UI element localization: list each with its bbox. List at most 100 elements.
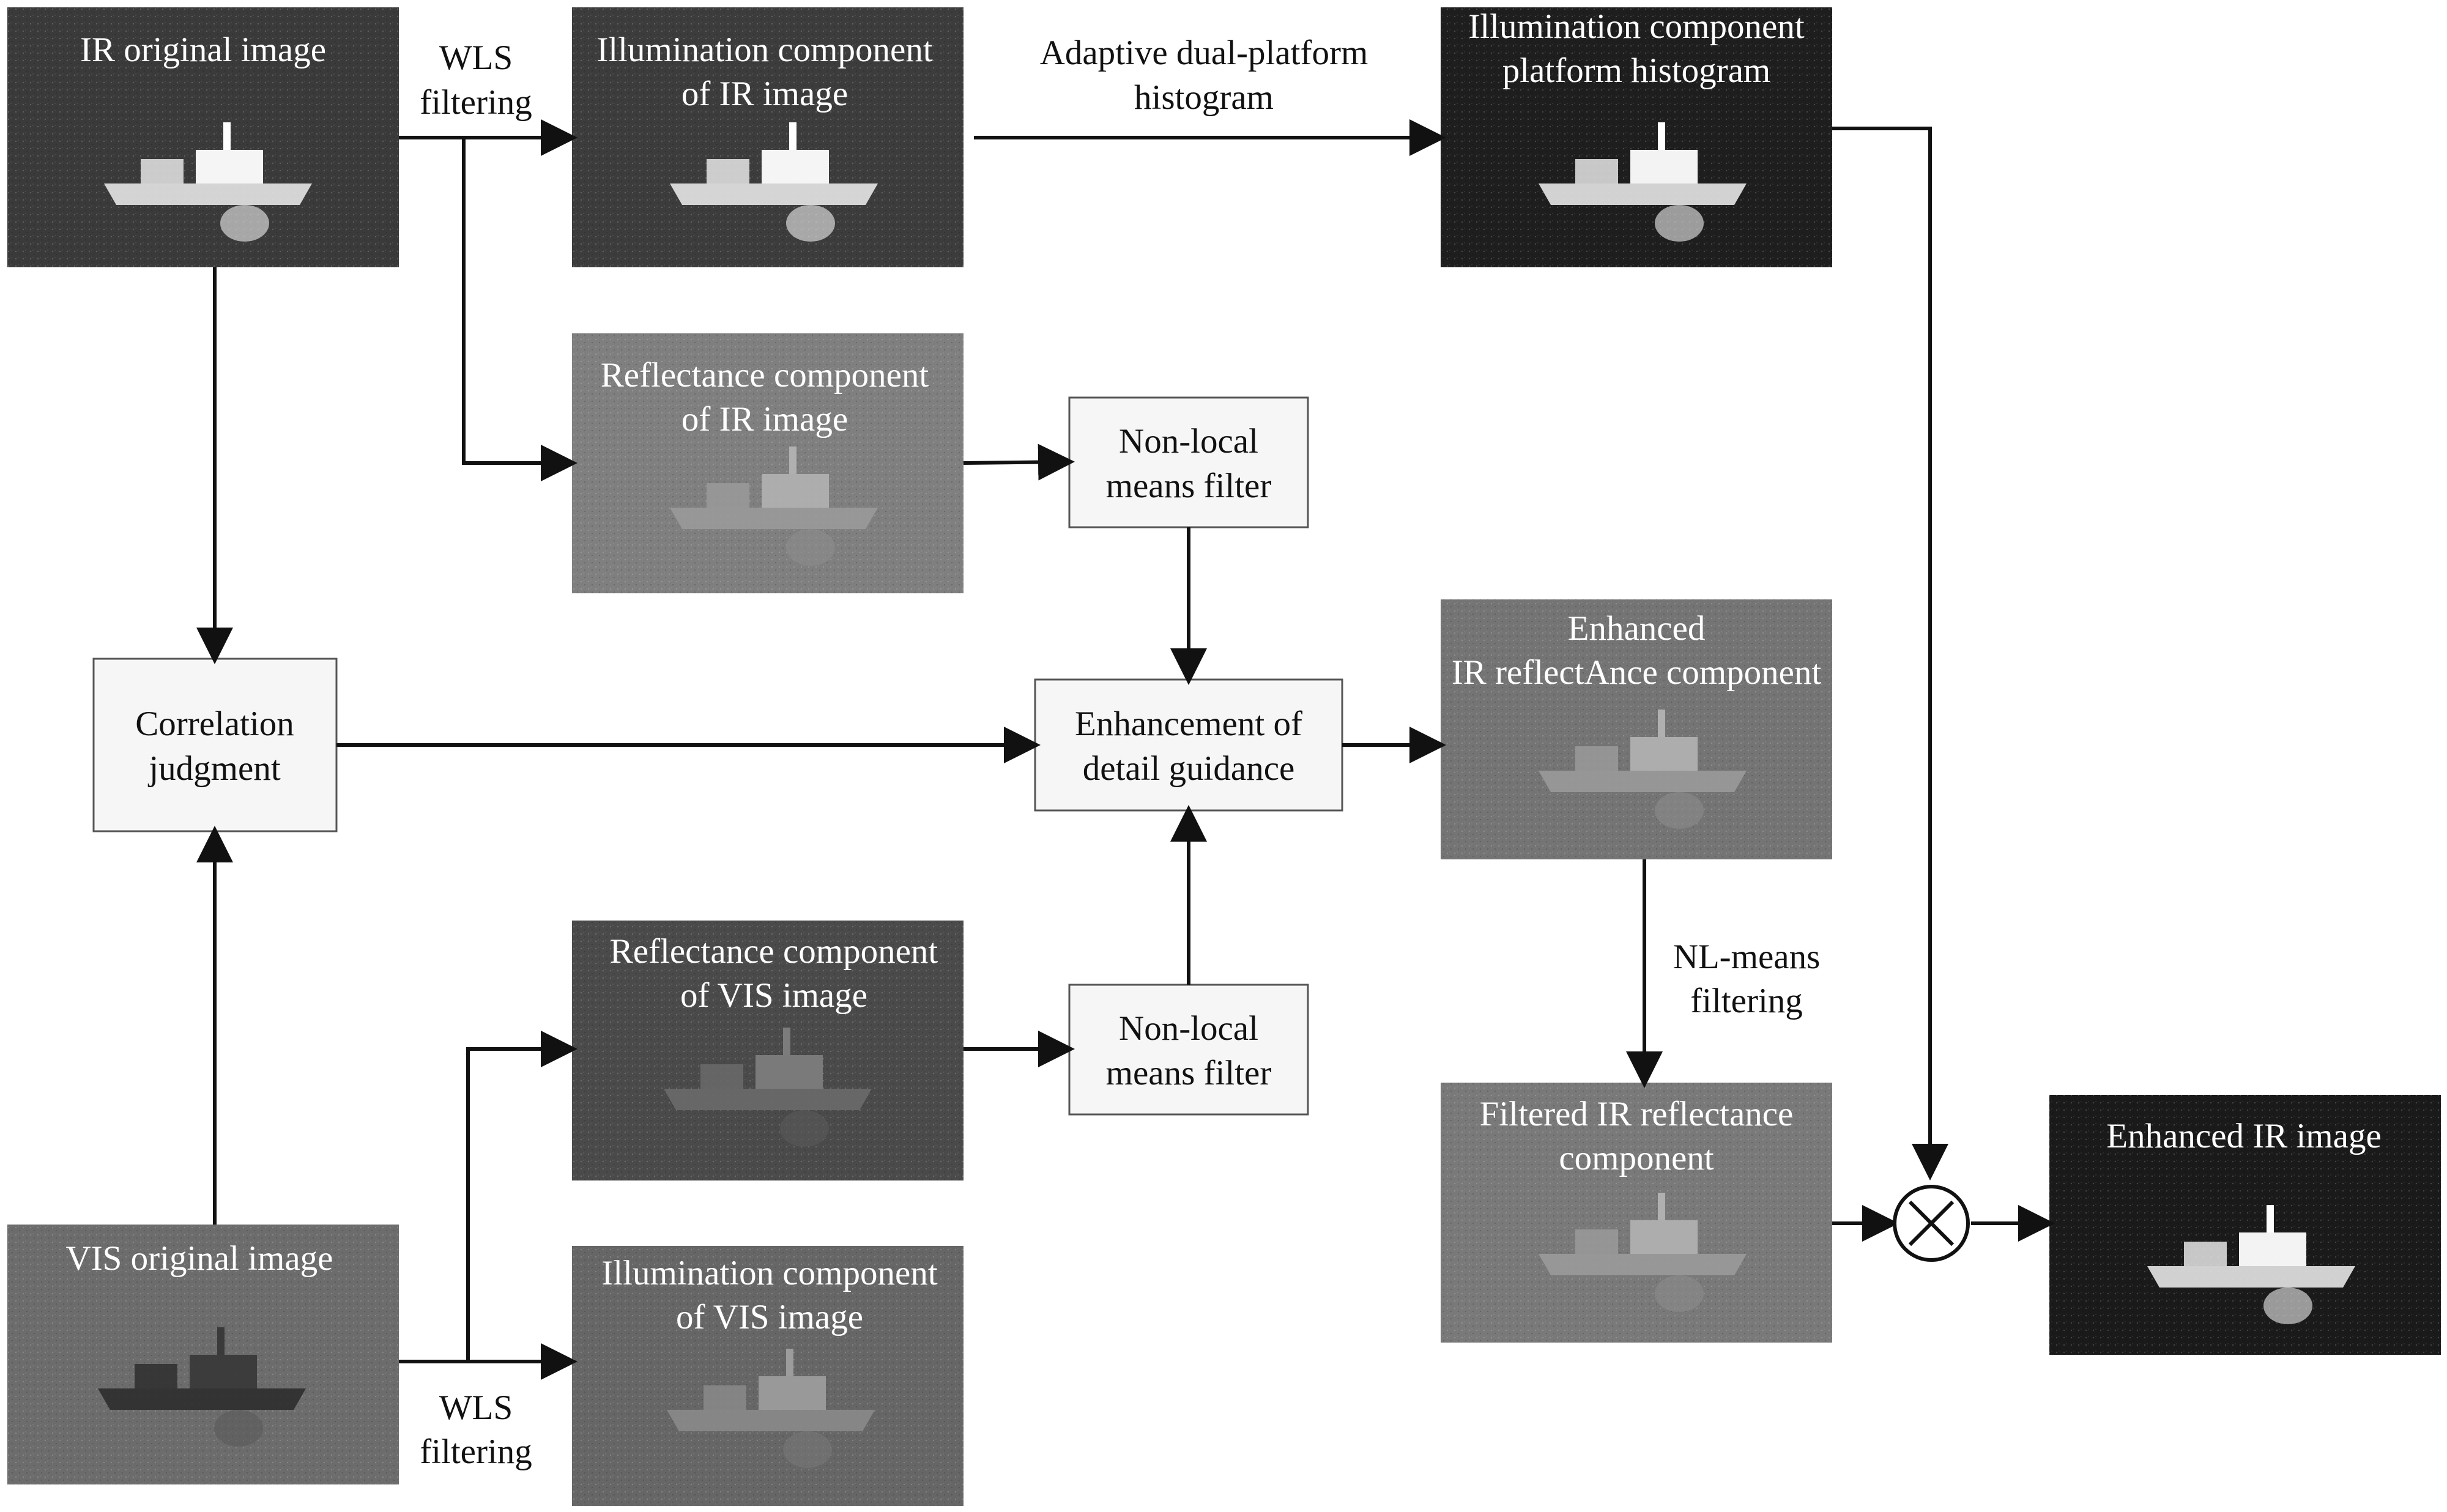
photo-texture (7, 1225, 399, 1484)
arrow-ir-reflectance-to-nlm (963, 443, 1075, 481)
ship-shape (1655, 205, 1704, 242)
ship-shape (780, 1110, 829, 1147)
photo-texture (572, 1246, 964, 1506)
ship-shape (98, 1388, 306, 1410)
ship-shape (1630, 150, 1698, 183)
ship-shape (2263, 1288, 2312, 1324)
correlation-judgment-box: Correlation judgment (92, 658, 338, 832)
nlm-vis-label-line2: means filter (1106, 1054, 1272, 1092)
photo-texture (2049, 1095, 2441, 1355)
multiply-operator (1893, 1185, 1970, 1262)
ir-illumination-label-line2: of IR image (681, 75, 848, 113)
arrow-wls-to-vis-reflectance (399, 1031, 577, 1363)
connectors (196, 119, 2055, 1380)
ship-shape (759, 1376, 826, 1410)
detail-guidance-box: Enhancement of detail guidance (1034, 678, 1343, 812)
ship-silhouette (104, 122, 312, 242)
correlation-judgment-box-frame (92, 658, 338, 832)
wls-top-label-line1: WLS (439, 39, 513, 77)
correlation-judgment-label-line1: Correlation (135, 705, 294, 743)
ship-silhouette (664, 1028, 872, 1147)
ship-shape (2184, 1242, 2227, 1266)
ship-shape (190, 1355, 257, 1388)
correlation-judgment-label-line2: judgment (147, 749, 280, 788)
photo-texture (572, 7, 964, 267)
ship-shape (1539, 771, 1747, 792)
ship-shape (135, 1364, 177, 1388)
nlm-ir-label-line1: Non-local (1119, 422, 1258, 461)
ir-platform-histogram-label-line2: platform histogram (1502, 51, 1771, 90)
ship-shape (217, 1327, 225, 1355)
ship-shape (783, 1028, 790, 1055)
enhanced-ir-reflectance-label-line2: IR reflectAnce component (1452, 653, 1822, 692)
ship-shape (223, 122, 231, 150)
ship-shape (1658, 1193, 1665, 1220)
ship-shape (1575, 746, 1618, 771)
ship-shape (1575, 1229, 1618, 1254)
vis-illumination-image: Illumination component of VIS image (572, 1246, 964, 1506)
ship-shape (707, 483, 749, 508)
photo-texture (572, 921, 964, 1180)
ir-original-label: IR original image (80, 31, 326, 69)
nl-means-label-line2: filtering (1690, 982, 1803, 1020)
ship-shape (1630, 1220, 1698, 1254)
arrow-wls-to-ir-reflectance (462, 138, 577, 481)
vis-illumination-label-line1: Illumination component (601, 1254, 937, 1292)
enhanced-ir-reflectance-image: Enhanced IR reflectAnce component (1441, 599, 1832, 859)
photo-texture (7, 7, 399, 267)
ship-shape (783, 1431, 832, 1468)
ship-silhouette (1539, 122, 1747, 242)
ship-shape (214, 1410, 263, 1447)
filtered-ir-reflectance-label-line1: Filtered IR reflectance (1480, 1095, 1794, 1133)
vis-original-image: VIS original image (7, 1225, 399, 1484)
multiply-icon-stroke-b (1908, 1200, 1955, 1247)
vis-illumination-label-line2: of VIS image (676, 1298, 863, 1336)
photo-texture (1441, 599, 1832, 859)
enhanced-ir-reflectance-label-line1: Enhanced (1568, 609, 1706, 648)
ship-silhouette (1539, 1193, 1747, 1312)
ship-shape (104, 183, 312, 205)
filtered-ir-reflectance-label-line2: component (1559, 1139, 1714, 1177)
wls-top-label-line2: filtering (420, 83, 532, 122)
ship-shape (1539, 183, 1747, 205)
ship-shape (670, 508, 878, 529)
ship-shape (664, 1089, 872, 1110)
ship-shape (141, 159, 184, 183)
ship-shape (667, 1410, 875, 1431)
ir-reflectance-image: Reflectance component of IR image (572, 333, 964, 593)
photo-texture (1441, 1083, 1832, 1343)
nl-means-label-line1: NL-means (1673, 938, 1821, 976)
filtered-ir-reflectance-image: Filtered IR reflectance component (1441, 1083, 1832, 1343)
ship-shape (1655, 1275, 1704, 1312)
vis-reflectance-label-line2: of VIS image (680, 976, 867, 1015)
ir-reflectance-label-line1: Reflectance component (601, 356, 929, 395)
ship-silhouette (98, 1327, 306, 1447)
detail-guidance-label-line1: Enhancement of (1075, 705, 1302, 743)
detail-guidance-label-line2: detail guidance (1083, 749, 1295, 788)
ship-shape (1658, 710, 1665, 737)
nlm-vis-box: Non-local means filter (1068, 984, 1309, 1116)
arrow-histogram-to-multiply (1832, 127, 1948, 1180)
ship-shape (2239, 1232, 2306, 1266)
ship-shape (1655, 792, 1704, 829)
ship-shape (1575, 159, 1618, 183)
enhanced-ir-label: Enhanced IR image (2106, 1117, 2382, 1155)
ship-shape (786, 205, 835, 242)
vis-reflectance-image: Reflectance component of VIS image (572, 921, 964, 1180)
nlm-ir-label-line2: means filter (1106, 467, 1272, 505)
adaptive-hist-label-line2: histogram (1134, 78, 1274, 117)
ship-shape (762, 474, 829, 508)
ship-shape (1539, 1254, 1747, 1275)
nlm-vis-box-frame (1068, 984, 1309, 1116)
ship-silhouette (667, 1349, 875, 1468)
ship-silhouette (670, 122, 878, 242)
ship-shape (789, 122, 796, 150)
wls-bottom-label-line1: WLS (439, 1388, 513, 1427)
ir-original-image: IR original image (7, 7, 399, 267)
vis-reflectance-label-line1: Reflectance component (610, 932, 938, 971)
ship-shape (707, 159, 749, 183)
ship-shape (786, 1349, 793, 1376)
ship-shape (220, 205, 269, 242)
ir-platform-histogram-label-line1: Illumination component (1468, 7, 1804, 46)
